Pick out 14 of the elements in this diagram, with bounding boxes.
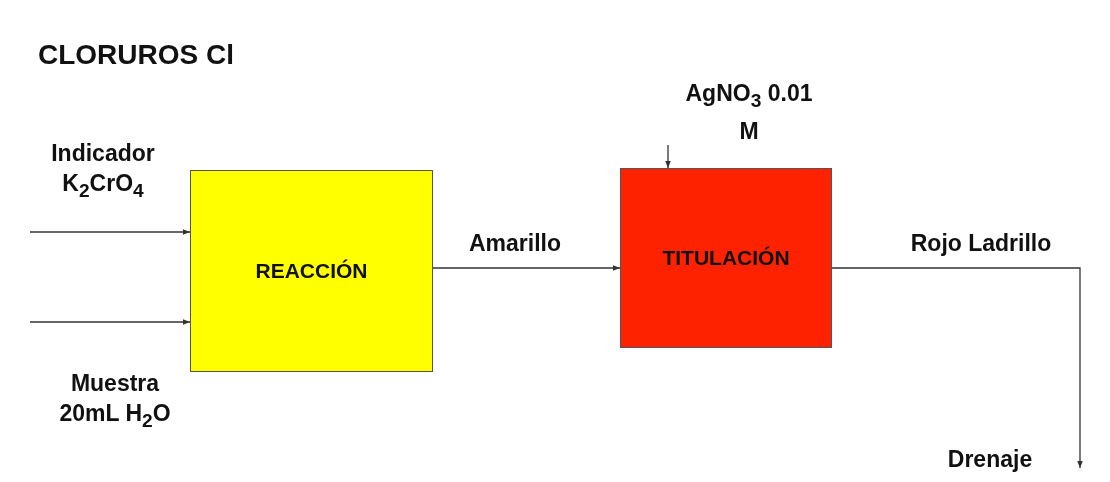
edge-label: Indicador K$_{2}$CrO$_{4}$ [50, 139, 156, 203]
outlet-label: Drenaje [946, 445, 1034, 474]
arrow [29, 319, 191, 325]
process-box: TITULACIÓN [620, 168, 832, 348]
edge-label: Muestra 20mL H$_{2}$O [58, 369, 172, 433]
edge-label: Rojo Ladrillo [909, 229, 1053, 258]
arrow [29, 229, 191, 235]
arrow [665, 144, 671, 169]
edge-label: Amarillo [468, 229, 562, 258]
arrow [831, 267, 1083, 469]
title: CLORUROS Cl [38, 40, 234, 70]
arrow [432, 265, 621, 271]
process-box: REACCIÓN [190, 170, 433, 372]
edge-label: AgNO$_{3}$ 0.01 M [684, 79, 814, 146]
